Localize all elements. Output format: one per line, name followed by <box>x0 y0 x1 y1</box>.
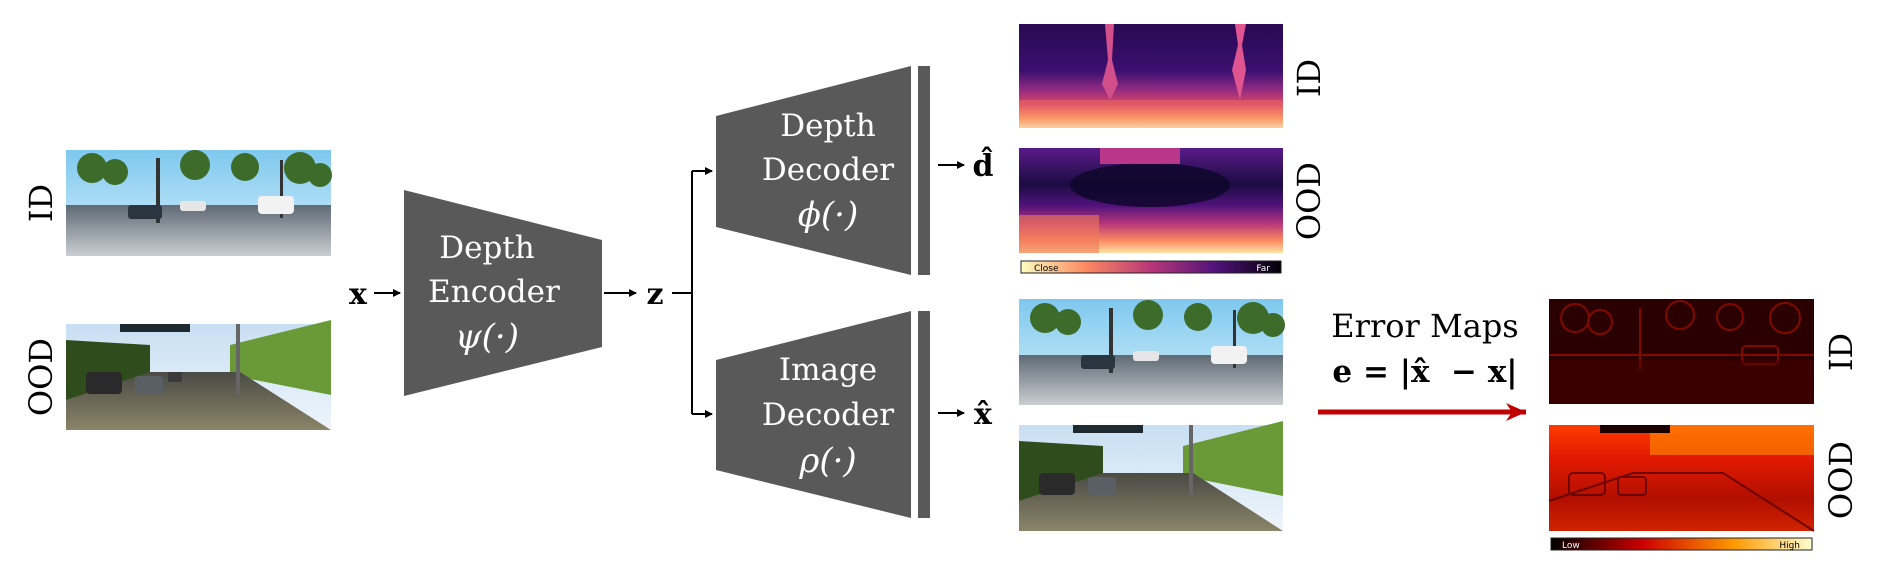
error-colorbar-low: Low <box>1562 541 1580 551</box>
depth-decoder-line2: Decoder <box>762 152 894 188</box>
encoder-line2: Encoder <box>428 274 560 310</box>
encoder-func: ψ(·) <box>455 317 519 357</box>
depth-encoder-block <box>404 190 602 396</box>
depth-colorbar <box>1020 260 1282 274</box>
error-map-id <box>1549 299 1814 404</box>
depth-map-ood <box>1019 148 1283 253</box>
error-maps-title: Error Maps <box>1331 307 1518 345</box>
image-decoder-line2: Decoder <box>762 397 894 433</box>
input-id-label: ID <box>22 184 60 222</box>
error-id-label: ID <box>1822 333 1860 371</box>
x-symbol: x <box>349 277 368 312</box>
depth-decoder-line1: Depth <box>780 108 876 144</box>
z-symbol: z <box>646 277 663 312</box>
error-colorbar <box>1550 537 1813 551</box>
image-output-symbol: x̂ <box>974 397 993 432</box>
error-ood-label: OOD <box>1822 441 1860 519</box>
error-map-ood <box>1548 425 1815 532</box>
encoder-line1: Depth <box>439 230 535 266</box>
error-colorbar-high: High <box>1779 541 1800 551</box>
input-image-ood <box>66 320 331 430</box>
depth-output-symbol: d̂ <box>973 147 994 184</box>
image-decoder-block <box>716 311 911 518</box>
image-decoder-line1: Image <box>779 352 877 388</box>
depth-colorbar-high: Far <box>1256 264 1270 274</box>
reconstruction-id <box>1019 299 1285 405</box>
depth-ood-label: OOD <box>1290 162 1328 240</box>
depth-colorbar-low: Close <box>1034 264 1059 274</box>
input-ood-label: OOD <box>22 338 60 416</box>
input-image-id <box>66 150 332 256</box>
depth-decoder-block <box>716 66 911 275</box>
image-decoder-output-bar <box>918 311 930 518</box>
reconstruction-ood <box>1019 421 1283 531</box>
depth-id-label: ID <box>1290 59 1328 97</box>
depth-map-id <box>1019 24 1283 128</box>
error-formula: e = |x̂ − x| <box>1332 354 1517 390</box>
image-decoder-func: ρ(·) <box>798 441 856 481</box>
depth-decoder-output-bar <box>918 66 930 275</box>
depth-decoder-func: ϕ(·) <box>798 195 859 235</box>
